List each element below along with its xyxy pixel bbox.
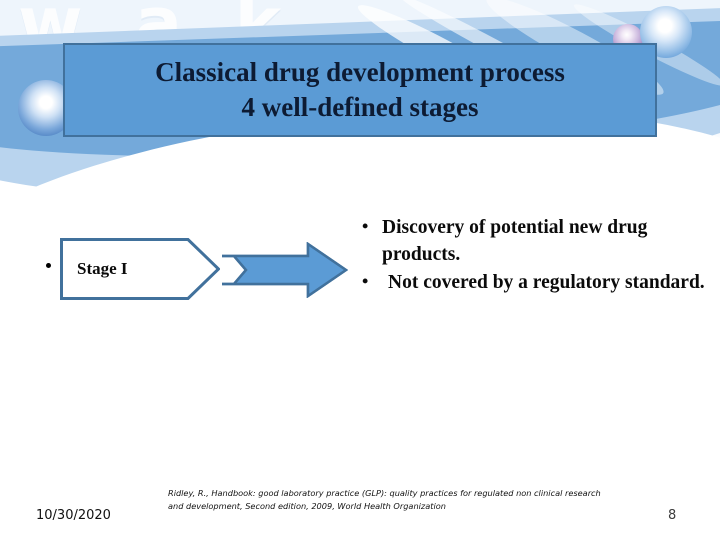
list-item-text: Discovery of potential new drug products… (382, 217, 648, 266)
stage-label: Stage I (77, 259, 128, 278)
slide-title-line-1: Classical drug development process (155, 57, 565, 88)
stage-bullet-dot (46, 263, 51, 268)
stage-description-list: • Discovery of potential new drug produc… (362, 214, 706, 296)
slide-title-line-2: 4 well-defined stages (241, 92, 479, 122)
right-arrow-icon (220, 242, 348, 298)
stage-shape-group: Stage I (40, 238, 220, 300)
list-item: • Discovery of potential new drug produc… (362, 214, 706, 269)
footer-page-number: 8 (668, 508, 677, 523)
list-item: • Not covered by a regulatory standard. (362, 269, 706, 296)
footer-date: 10/30/2020 (36, 508, 111, 523)
stage-pentagon-shape (60, 238, 220, 300)
list-item-text: Not covered by a regulatory standard. (388, 271, 705, 293)
list-bullet-icon: • (362, 270, 369, 291)
slide-title-box: Classical drug development process 4 wel… (63, 43, 657, 137)
source-citation: Ridley, R., Handbook: good laboratory pr… (168, 488, 601, 511)
list-bullet-icon: • (362, 216, 369, 236)
